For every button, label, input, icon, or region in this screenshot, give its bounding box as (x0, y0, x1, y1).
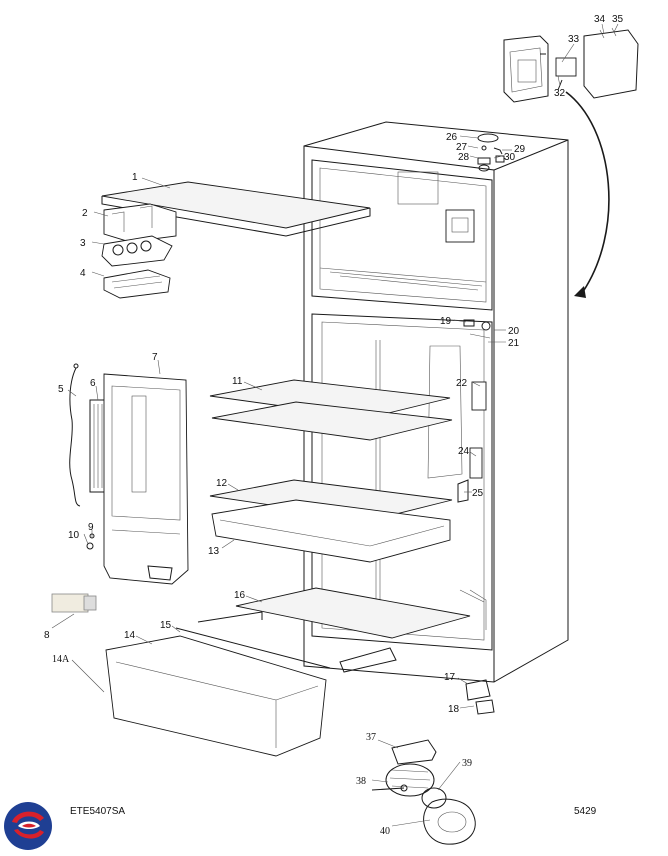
brand-logo (4, 802, 52, 850)
callout-17: 17 (444, 672, 456, 683)
callout-10: 10 (68, 530, 80, 541)
callout-38: 38 (356, 776, 366, 787)
callout-24: 24 (458, 446, 470, 457)
callout-9: 9 (88, 522, 94, 533)
callout-21: 21 (508, 338, 520, 349)
callout-39: 39 (462, 758, 472, 769)
callout-7: 7 (152, 352, 158, 363)
callout-2: 2 (82, 208, 88, 219)
cabinet (303, 121, 569, 715)
page-number: 5429 (574, 806, 597, 817)
callout-8: 8 (44, 630, 50, 641)
callout-27: 27 (456, 142, 468, 153)
callout-25: 25 (472, 488, 484, 499)
glass-shelves (209, 379, 453, 563)
bulb-part (51, 593, 97, 613)
callout-22: 22 (456, 378, 468, 389)
callout-14: 14 (124, 630, 136, 641)
callout-32: 32 (554, 88, 566, 99)
callout-33: 33 (568, 34, 580, 45)
callout-37: 37 (366, 732, 376, 743)
callout-29: 29 (514, 144, 526, 155)
callout-4: 4 (80, 268, 86, 279)
leader-lines (51, 23, 619, 827)
crisper-parts (105, 587, 471, 757)
callout-14A: 14A (52, 654, 70, 665)
callout-11: 11 (232, 376, 243, 387)
callout-30: 30 (504, 152, 516, 163)
door-assembly (69, 363, 189, 585)
callout-26: 26 (446, 132, 458, 143)
callout-5: 5 (58, 384, 64, 395)
callout-6: 6 (90, 378, 96, 389)
freezer-shelf-parts (101, 181, 371, 299)
callout-28: 28 (458, 152, 470, 163)
callout-35: 35 (612, 14, 624, 25)
callout-16: 16 (234, 590, 246, 601)
callout-labels: 1 2 3 4 5 6 7 8 9 10 11 12 13 14 14A 15 … (44, 14, 624, 837)
callout-34: 34 (594, 14, 606, 25)
callout-15: 15 (160, 620, 172, 631)
callout-40: 40 (380, 826, 390, 837)
callout-3: 3 (80, 238, 86, 249)
motor-assembly (371, 739, 476, 845)
callout-20: 20 (508, 326, 520, 337)
callout-1: 1 (132, 172, 138, 183)
callout-12: 12 (216, 478, 228, 489)
callout-13: 13 (208, 546, 220, 557)
control-panel-assembly (503, 27, 639, 298)
callout-18: 18 (448, 704, 460, 715)
model-code: ETE5407SA (70, 806, 126, 817)
callout-19: 19 (440, 316, 452, 327)
